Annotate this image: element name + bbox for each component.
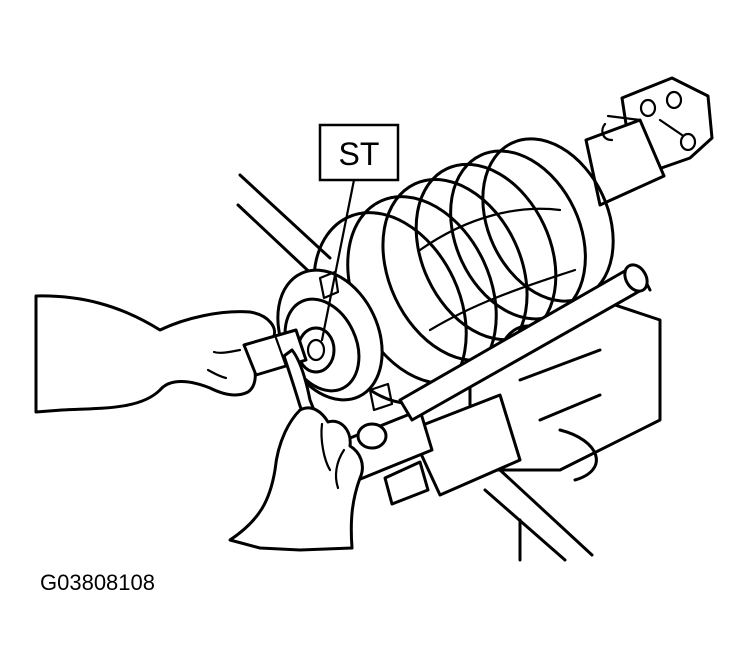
st-callout: ST <box>318 123 400 342</box>
workbench-lines <box>236 173 594 562</box>
hand-icon <box>34 294 276 414</box>
hand-icon <box>228 406 364 552</box>
vise-rod-icon <box>398 263 649 422</box>
st-label: ST <box>339 136 380 172</box>
figure-code: G03808108 <box>40 570 155 595</box>
st-callout-box <box>318 123 400 182</box>
